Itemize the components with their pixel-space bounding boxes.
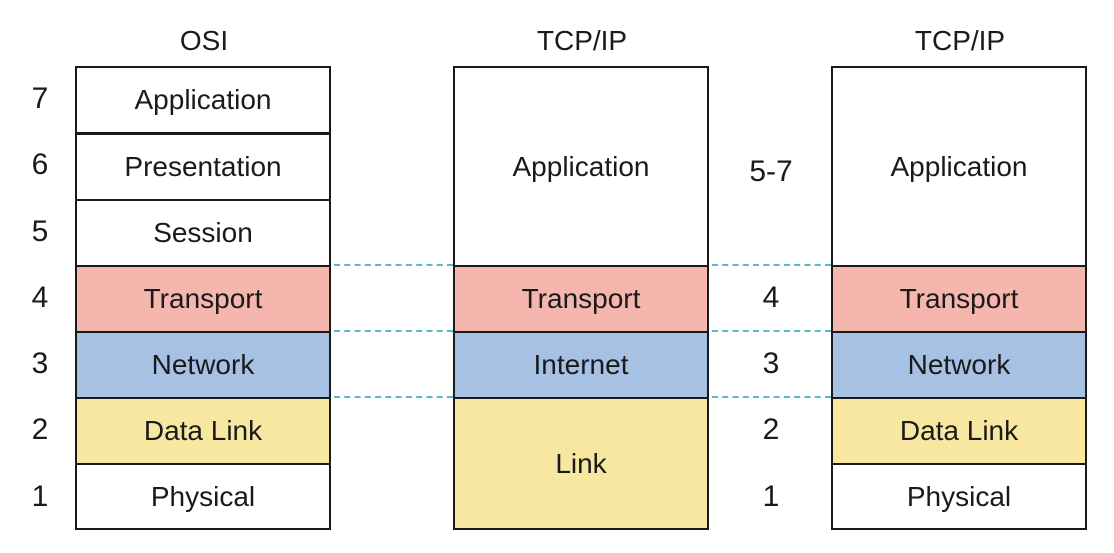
connector-tcpip-tcpip-middle [712, 330, 831, 332]
osi-layer-physical: Physical [77, 463, 329, 528]
tcpip-4-layer-stack: Application Transport Internet Link [453, 66, 709, 530]
tcpip-title-right: TCP/IP [914, 25, 1006, 56]
osi-layer-network: Network [77, 331, 329, 397]
connector-osi-tcpip-upper [334, 264, 453, 266]
tcpip4-layer-application: Application [455, 68, 707, 265]
tcpip4-layer-internet: Internet [455, 331, 707, 397]
tcpip5-number-3: 3 [762, 347, 780, 380]
connector-osi-tcpip-lower [334, 396, 453, 398]
connector-osi-tcpip-middle [334, 330, 453, 332]
osi-layer-data-link: Data Link [77, 397, 329, 463]
osi-number-7: 7 [31, 82, 49, 115]
osi-stack: Application Presentation Session Transpo… [75, 66, 331, 530]
connector-tcpip-tcpip-upper [712, 264, 831, 266]
osi-number-2: 2 [31, 413, 49, 446]
tcpip4-layer-transport: Transport [455, 265, 707, 331]
osi-number-5: 5 [31, 215, 49, 248]
tcpip5-layer-physical: Physical [833, 463, 1085, 528]
tcpip-title-left: TCP/IP [536, 25, 628, 56]
osi-layer-application: Application [77, 68, 329, 132]
osi-number-4: 4 [31, 281, 49, 314]
osi-title: OSI [179, 25, 229, 56]
osi-number-6: 6 [31, 148, 49, 181]
tcpip5-number-2: 2 [762, 413, 780, 446]
tcpip5-layer-network: Network [833, 331, 1085, 397]
osi-number-1: 1 [31, 480, 49, 513]
tcpip4-layer-link: Link [455, 397, 707, 528]
osi-layer-session: Session [77, 199, 329, 265]
tcpip-5-layer-stack: Application Transport Network Data Link … [831, 66, 1087, 530]
tcpip5-number-5-7: 5-7 [749, 155, 793, 188]
tcpip5-layer-transport: Transport [833, 265, 1085, 331]
osi-number-3: 3 [31, 347, 49, 380]
osi-layer-presentation: Presentation [77, 132, 329, 199]
tcpip5-number-1: 1 [762, 480, 780, 513]
connector-tcpip-tcpip-lower [712, 396, 831, 398]
tcpip5-layer-data-link: Data Link [833, 397, 1085, 463]
tcpip5-layer-application: Application [833, 68, 1085, 265]
osi-layer-transport: Transport [77, 265, 329, 331]
tcpip5-number-4: 4 [762, 281, 780, 314]
